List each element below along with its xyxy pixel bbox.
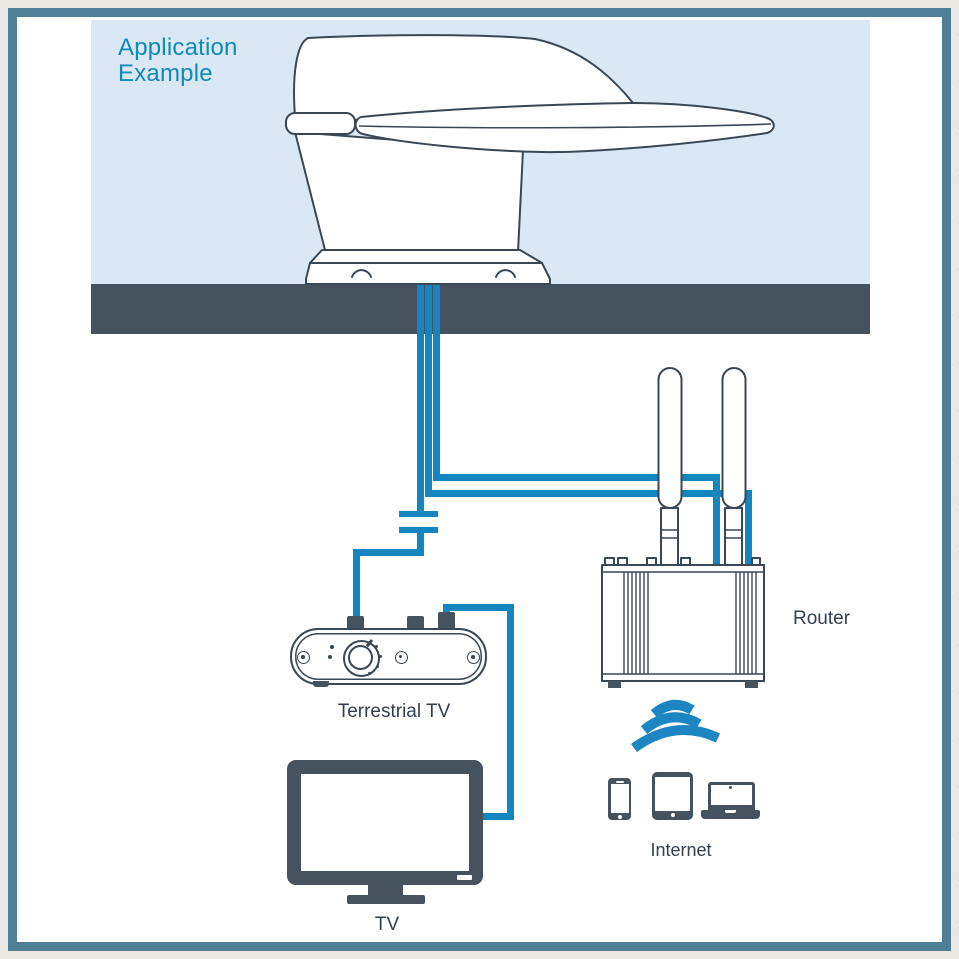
cable-right-router-drop [713,474,720,565]
page-title-line2: Example [118,60,213,87]
laptop-base [701,810,760,819]
ttv-mid-connector [395,651,408,664]
tablet-screen [655,777,690,811]
ttv-knob-scale-dot [368,672,371,675]
cable-mid-to-router [425,490,752,497]
cable-isolator-left [353,549,424,556]
antenna-base-bump-right [495,269,516,278]
antenna-base-bump-left [351,269,372,278]
ttv-port-tv-out [438,612,455,629]
router-heatsink-right [735,572,757,674]
page-title: Application Example [118,35,238,87]
antenna-airfoil-seam [358,123,772,129]
ttv-screw-right [467,651,480,664]
router-label: Router [793,608,851,629]
ttv-foot [313,681,329,687]
cable-isolator-down [417,533,424,550]
tv-indicator [457,875,472,880]
cable-antenna-to-isolator [417,285,424,511]
laptop-notch [725,810,736,813]
cable-right-to-router [433,474,720,481]
roof-antenna-illustration [285,34,775,285]
tv-stand-neck [368,885,403,895]
phone-screen [610,784,629,813]
laptop-screen [711,785,752,805]
isolator-plate-top [399,511,438,517]
router-top-tab [646,557,657,566]
cable-ttv-out-right [443,604,514,611]
router-antenna-rod-2 [721,367,747,509]
router-antenna-stem-2 [724,507,743,566]
antenna-base-plate [305,262,551,285]
ttv-knob-scale-dot [375,645,378,648]
router-antenna-rod-1 [657,367,683,509]
router-heatsink-left [623,572,649,674]
laptop-icon [708,782,755,810]
terrestrial-tv-unit [290,628,487,685]
ttv-knob-scale-dot [376,665,379,668]
router-illustration [601,367,765,688]
tv-stand-base [347,895,425,904]
phone-speaker [615,780,624,783]
cable-down-to-tv [507,604,514,820]
router-top-tab [751,557,761,566]
antenna-left-cap [285,112,356,135]
page-title-line1: Application [118,34,238,61]
cable-into-tv [483,813,514,820]
router-foot-right [745,681,758,688]
ttv-led-dot [330,645,334,649]
wifi-signal-icon [631,699,721,753]
ttv-screw-left [297,651,310,664]
router-top-tab [617,557,628,566]
router-chassis [601,564,765,682]
cable-antenna-mid-down [425,285,432,491]
antenna-dome-fin [293,34,634,121]
ttv-knob-scale-dot [379,655,382,658]
ttv-gain-knob-inner [348,645,373,670]
ttv-led-dot [328,655,332,659]
smartphone-icon [608,778,631,820]
internet-label: Internet [650,840,712,860]
tablet-icon [652,772,693,820]
tv-label: TV [374,914,400,935]
router-foot-left [608,681,621,688]
ttv-port-middle [407,616,424,629]
router-top-tab [604,557,615,566]
tablet-home-button [670,813,675,817]
roof-band [91,284,870,334]
router-antenna-stem-1 [660,507,679,566]
cable-ttv-out-up [443,604,450,618]
cable-mid-router-drop [745,490,752,565]
isolator-plate-bottom [399,527,438,533]
terrestrial-tv-label: Terrestrial TV [337,701,451,722]
cable-to-terrestrial-tv [353,549,360,617]
phone-home-button [617,814,622,819]
router-top-tab [680,557,691,566]
cable-antenna-right-down [433,285,440,475]
tv-screen [301,774,469,871]
laptop-camera-dot [729,786,732,789]
antenna-base-step [309,249,543,264]
ttv-port-antenna-in [347,616,364,629]
